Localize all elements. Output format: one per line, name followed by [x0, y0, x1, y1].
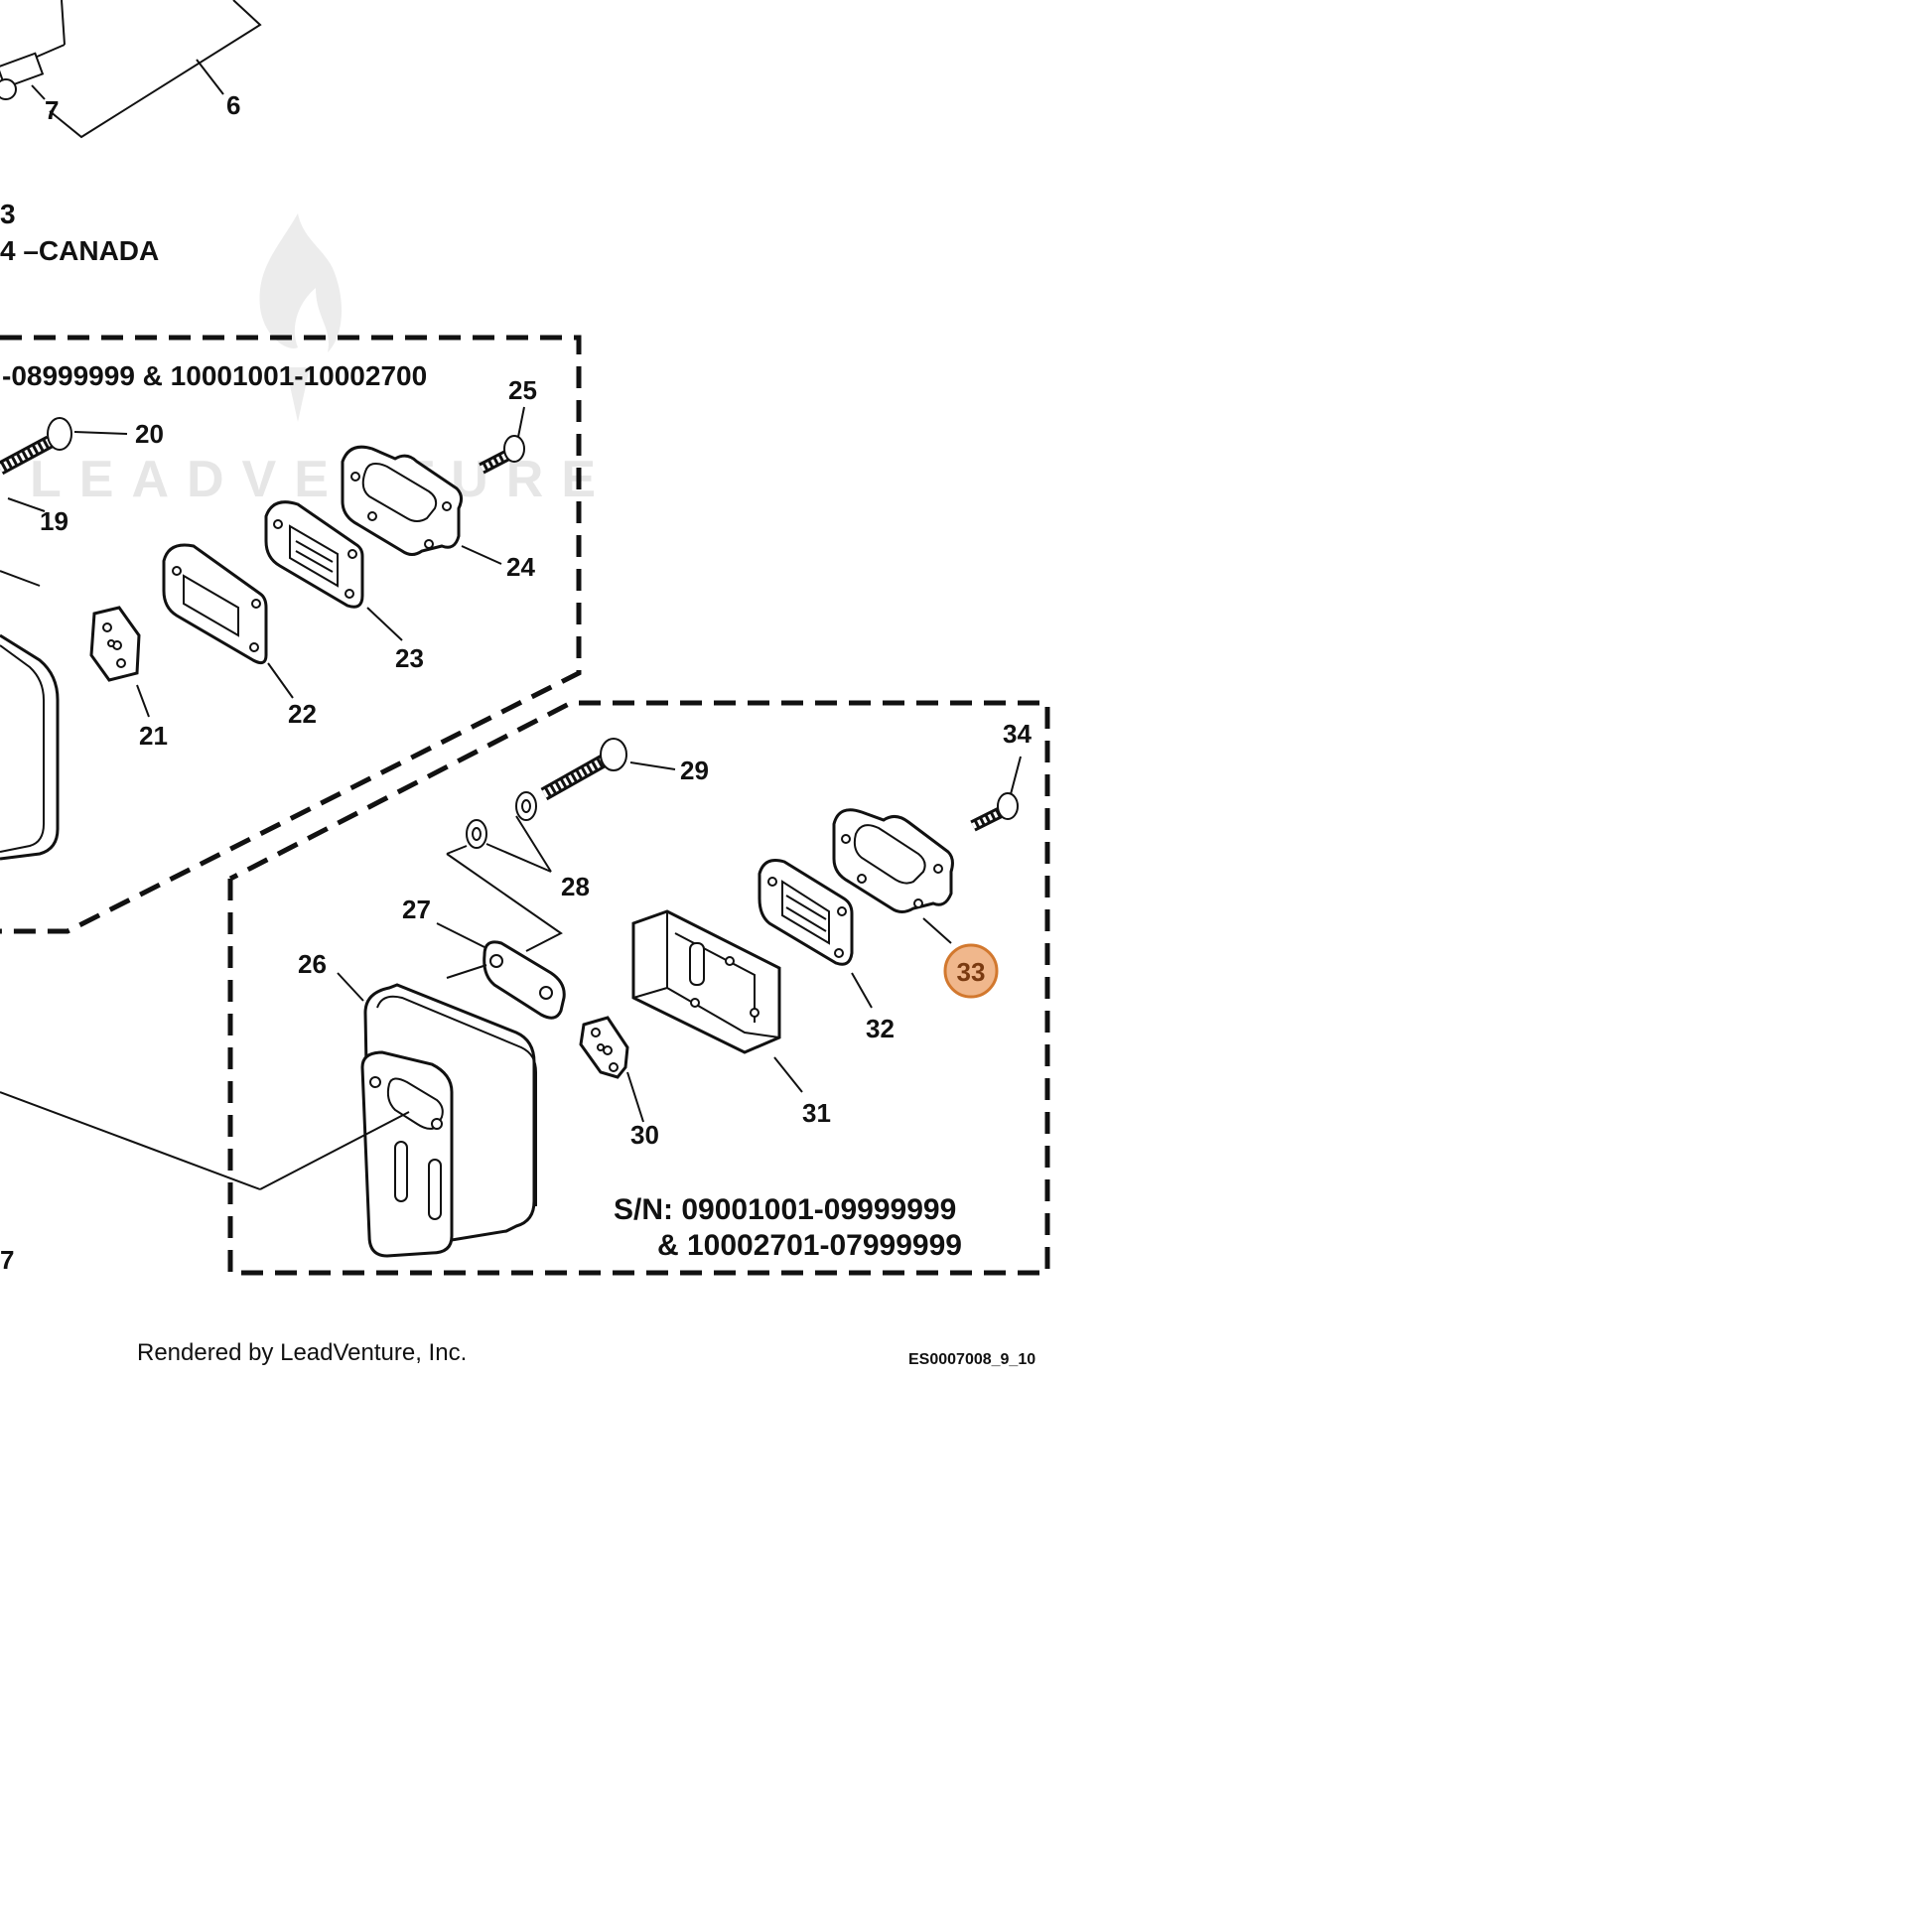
bolt-29 — [540, 738, 676, 801]
callout-29: 29 — [680, 756, 709, 785]
muffler-26 — [0, 972, 537, 1258]
header-line-1: 3 — [0, 199, 16, 229]
gasket-23 — [264, 500, 403, 641]
callout-23: 23 — [395, 643, 424, 673]
callout-22: 22 — [288, 699, 317, 729]
screen-21 — [89, 606, 150, 718]
callout-33[interactable]: 33 — [957, 957, 986, 987]
gasket-27 — [436, 922, 566, 1020]
gasket-32 — [758, 859, 873, 1009]
bracket-31 — [631, 909, 803, 1093]
screw-25 — [479, 406, 525, 475]
callout-26: 26 — [298, 949, 327, 979]
rendered-by-credit: Rendered by LeadVenture, Inc. — [137, 1339, 467, 1366]
gasket-22 — [162, 543, 294, 699]
callout-7: 7 — [45, 95, 59, 125]
callout-19: 19 — [40, 506, 69, 536]
serial-range-top: -08999999 & 10001001-10002700 — [2, 360, 427, 391]
header-line-2: 4 –CANADA — [0, 235, 159, 266]
callout-31: 31 — [802, 1098, 831, 1128]
serial-bottom-line-2: & 10002701-07999999 — [657, 1229, 962, 1262]
bolt-20 — [0, 417, 128, 476]
part-6-7-fragment — [0, 0, 262, 139]
callout-27: 27 — [402, 895, 431, 924]
flame-logo-icon — [259, 213, 343, 352]
callout-25: 25 — [508, 375, 537, 405]
top-section-border — [0, 335, 582, 934]
callout-34: 34 — [1003, 719, 1032, 749]
callout-24: 24 — [506, 552, 535, 582]
callout-32: 32 — [866, 1014, 895, 1043]
watermark-shape — [286, 367, 310, 422]
gasket-24 — [341, 445, 502, 565]
callout-33-highlight[interactable] — [943, 943, 999, 999]
watermark-text: LEADVENTURE — [30, 451, 614, 508]
callout-7-bottom: 7 — [0, 1245, 14, 1275]
callout-30: 30 — [630, 1120, 659, 1150]
callout-6: 6 — [226, 90, 240, 120]
callout-21: 21 — [139, 721, 168, 751]
serial-bottom-line-1: S/N: 09001001-09999999 — [614, 1193, 956, 1226]
washers-28 — [446, 791, 563, 952]
bottom-section-border — [227, 700, 1050, 1276]
screw-34 — [970, 756, 1022, 832]
image-code: ES0007008_9_10 — [908, 1351, 1035, 1368]
callout-28: 28 — [561, 872, 590, 901]
callout-20: 20 — [135, 419, 164, 449]
screen-30 — [579, 1016, 644, 1123]
gasket-33 — [832, 808, 954, 944]
muffler-fragment-top — [0, 570, 60, 861]
